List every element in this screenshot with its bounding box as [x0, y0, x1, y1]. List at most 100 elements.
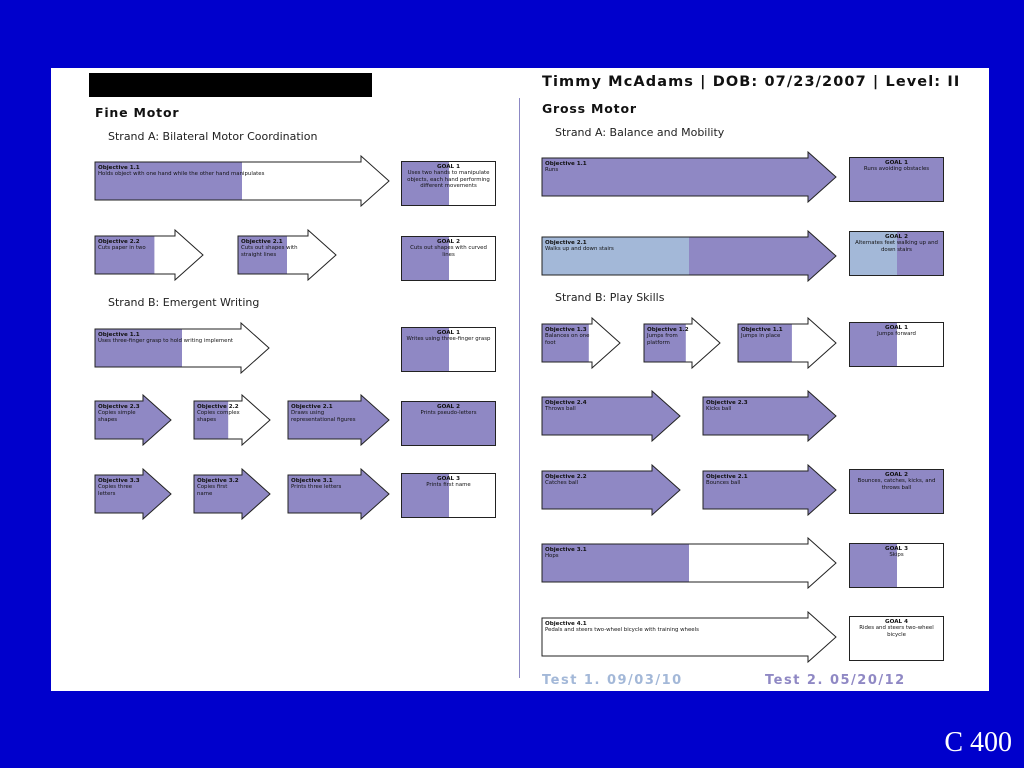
fine-motor-strand-b: Strand B: Emergent Writing: [108, 296, 260, 309]
goal-title: GOAL 1: [885, 160, 908, 166]
objective-arrow-outline: [541, 463, 681, 517]
objective-arrow-outline: [237, 228, 337, 282]
objective-text: Cuts paper in two: [98, 245, 146, 252]
objective-text: Draws using representational figures: [291, 410, 356, 423]
objective-title: Objective 2.2: [197, 404, 239, 410]
objective-text: Bounces ball: [706, 480, 741, 487]
objective-arrow: [94, 321, 270, 375]
objective-title: Objective 1.1: [98, 332, 140, 338]
objective-arrow: [702, 463, 837, 517]
objective-progress-fill: [238, 230, 287, 280]
column-divider: [519, 98, 520, 678]
goal-text: Bounces, catches, kicks, and throws ball: [857, 478, 936, 491]
student-header: Timmy McAdams | DOB: 07/23/2007 | Level:…: [542, 74, 961, 90]
objective-arrow-outline: [702, 463, 837, 517]
objective-progress-fill: [542, 318, 589, 368]
objective-arrow: [541, 389, 681, 443]
objective-arrow: [287, 393, 390, 447]
objective-text: Uses three-finger grasp to hold writing …: [98, 338, 234, 345]
objective-arrow-outline: [193, 467, 271, 521]
objective-title: Objective 1.2: [647, 327, 689, 333]
objective-text: Copies complex shapes: [197, 410, 240, 423]
goal-text: Skips: [889, 552, 904, 559]
gross-motor-strand-b: Strand B: Play Skills: [555, 291, 665, 304]
objective-arrow: [541, 536, 837, 590]
objective-progress-fill: [95, 323, 182, 373]
goal-text: Alternates feet walking up and down stai…: [855, 240, 938, 253]
objective-progress-fill: [542, 231, 689, 281]
objective-arrow: [94, 228, 204, 282]
objective-title: Objective 2.1: [545, 240, 587, 246]
objective-text: Hops: [545, 553, 559, 560]
objective-arrow-outline: [94, 393, 172, 447]
objective-title: Objective 2.1: [241, 239, 283, 245]
slide-label: C 400: [944, 727, 1012, 758]
goal-progress-fill: [402, 328, 449, 371]
objective-arrow-outline: [541, 610, 837, 664]
objective-arrow-outline: [541, 229, 837, 283]
objective-arrow-outline: [94, 321, 270, 375]
objective-title: Objective 2.4: [545, 400, 587, 406]
objective-title: Objective 1.1: [545, 161, 587, 167]
objective-arrow-outline: [94, 228, 204, 282]
objective-title: Objective 3.3: [98, 478, 140, 484]
objective-text: Prints three letters: [291, 484, 342, 491]
objective-arrow: [541, 463, 681, 517]
goal-title: GOAL 1: [437, 164, 460, 170]
goal-text: Runs avoiding obstacles: [863, 166, 930, 173]
goal-title: GOAL 1: [885, 325, 908, 331]
goal-progress-fill: [402, 162, 449, 205]
objective-arrow-outline: [541, 389, 681, 443]
objective-progress-fill: [288, 469, 389, 519]
objective-arrow-outline: [737, 316, 837, 370]
objective-arrow-outline: [94, 467, 172, 521]
objective-progress-fill: [542, 391, 680, 441]
goal-title: GOAL 3: [885, 546, 908, 552]
objective-text: Runs: [545, 167, 559, 174]
objective-text: Jumps from platform: [647, 333, 678, 346]
objective-arrow: [287, 467, 390, 521]
objective-text: Balances on one foot: [545, 333, 590, 346]
objective-progress-fill: [542, 465, 680, 515]
objective-title: Objective 3.2: [197, 478, 239, 484]
goal-progress-fill: [850, 323, 897, 366]
goal-title: GOAL 2: [885, 472, 908, 478]
objective-arrow: [193, 467, 271, 521]
fine-motor-title: Fine Motor: [95, 105, 180, 120]
objective-title: Objective 3.1: [291, 478, 333, 484]
gross-motor-title: Gross Motor: [542, 101, 637, 116]
objective-text: Copies first name: [197, 484, 228, 497]
objective-progress-fill: [194, 395, 229, 445]
objective-arrow: [541, 610, 837, 664]
objective-arrow-outline: [702, 389, 837, 443]
goal-text: Jumps forward: [877, 331, 916, 338]
objective-arrow: [541, 316, 621, 370]
objective-arrow-body: [542, 612, 836, 662]
objective-arrow: [94, 393, 172, 447]
goal-title: GOAL 1: [437, 330, 460, 336]
objective-text: Jumps in place: [741, 333, 781, 340]
